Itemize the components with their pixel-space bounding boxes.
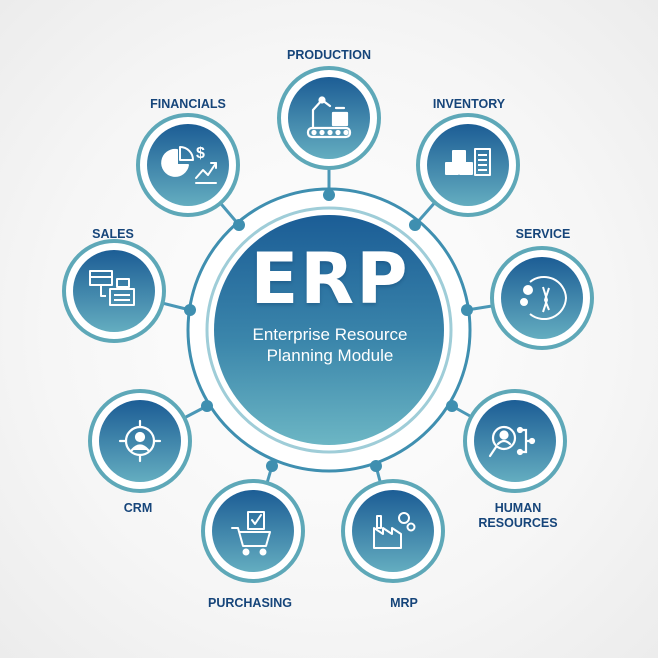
- label-service: SERVICE: [515, 227, 571, 241]
- label-sales: SALES: [92, 227, 134, 241]
- label-human-line2: RESOURCES: [478, 516, 558, 530]
- label-human-resources: HUMAN RESOURCES: [478, 501, 557, 531]
- label-crm: CRM: [123, 501, 153, 515]
- module-inventory: [416, 113, 520, 217]
- label-financials: FINANCIALS: [150, 97, 226, 111]
- production-line-icon: [306, 96, 352, 139]
- erp-title: ERP: [250, 238, 410, 320]
- module-crm: [88, 389, 192, 493]
- module-human-resources: [463, 389, 567, 493]
- svg-text:$: $: [196, 145, 205, 162]
- finance-chart-icon: $: [161, 145, 217, 184]
- erp-subtitle-line1: Enterprise Resource: [252, 325, 408, 344]
- label-human-line1: HUMAN: [494, 501, 542, 515]
- human-resources-icon: [488, 425, 536, 458]
- service-gears-icon: [520, 275, 568, 321]
- module-mrp: [341, 479, 445, 583]
- module-purchasing: [201, 479, 305, 583]
- center-label: ERP Enterprise Resource Planning Module: [214, 244, 446, 366]
- center-core: [214, 215, 444, 445]
- module-production: [277, 66, 381, 170]
- label-purchasing: PURCHASING: [207, 596, 293, 610]
- module-financials: $: [136, 113, 240, 217]
- erp-subtitle-line2: Planning Module: [266, 346, 394, 365]
- connector-dots: [184, 189, 473, 472]
- label-inventory: INVENTORY: [432, 97, 506, 111]
- label-production: PRODUCTION: [286, 48, 372, 62]
- cash-register-icon: [89, 270, 135, 306]
- shopping-cart-icon: [231, 511, 271, 556]
- customer-target-icon: [118, 419, 162, 463]
- module-sales: [62, 239, 166, 343]
- factory-icon: [373, 512, 416, 549]
- label-mrp: MRP: [390, 596, 418, 610]
- module-service: [490, 246, 594, 350]
- inventory-boxes-icon: [445, 148, 491, 176]
